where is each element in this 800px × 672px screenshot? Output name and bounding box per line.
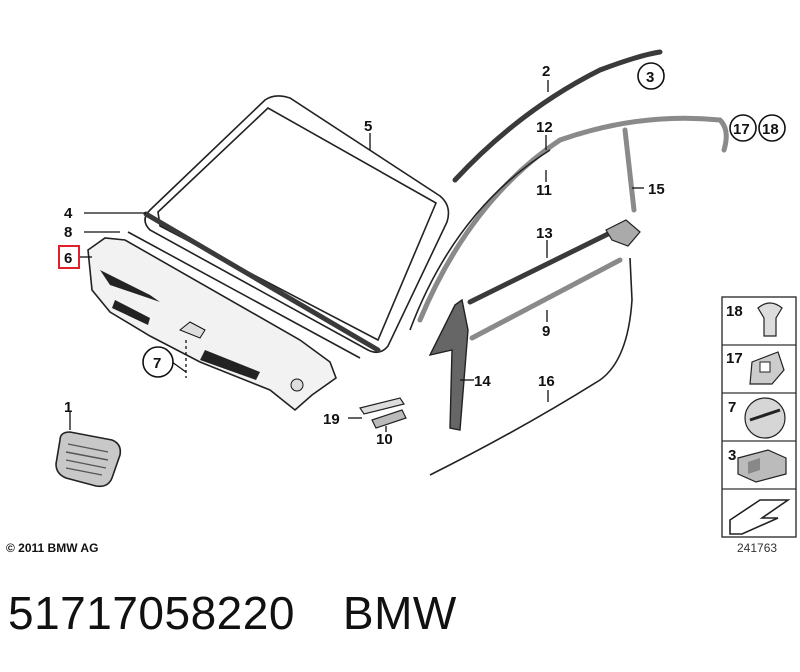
callout-3: 3 — [646, 69, 654, 86]
legend-label-7: 7 — [728, 399, 736, 416]
callout-14: 14 — [474, 373, 491, 390]
a-pillar-trim-14 — [428, 298, 469, 431]
highlight-box-6 — [58, 245, 80, 269]
leader-lines — [69, 69, 665, 432]
callout-12: 12 — [536, 119, 553, 136]
clip-holder-icon — [749, 351, 785, 385]
callout-circle-3 — [637, 62, 665, 90]
callout-8: 8 — [64, 224, 72, 241]
callout-4: 4 — [64, 205, 73, 222]
round-plug-icon — [744, 397, 786, 439]
part-10 — [371, 409, 407, 429]
roof-trim-12 — [417, 115, 729, 323]
legend-label-17: 17 — [726, 350, 743, 367]
plastic-rivet-icon — [757, 302, 783, 337]
legend-label-3: 3 — [728, 447, 736, 464]
seal-8 — [127, 231, 361, 359]
callout-17: 17 — [733, 121, 750, 138]
clip-block-icon — [737, 449, 787, 483]
door-seal-16 — [429, 257, 633, 476]
arrow-icon — [729, 499, 791, 535]
callout-9: 9 — [542, 323, 550, 340]
callout-circle-7 — [142, 346, 174, 378]
callout-circle-18 — [758, 114, 786, 142]
b-pillar-15 — [622, 127, 637, 213]
brand-name: BMW — [342, 587, 457, 639]
part-caption: 51717058220 BMW — [8, 586, 457, 640]
roof-moulding-2 — [452, 49, 663, 183]
callout-15: 15 — [648, 181, 665, 198]
callout-11: 11 — [536, 182, 552, 199]
callout-6: 6 — [64, 250, 72, 267]
callout-1: 1 — [64, 399, 72, 416]
callout-19: 19 — [323, 411, 340, 428]
callout-5: 5 — [364, 118, 372, 135]
roof-trim-11 — [409, 149, 551, 331]
legend-label-18: 18 — [726, 303, 743, 320]
callout-2: 2 — [542, 63, 550, 80]
callout-7: 7 — [153, 355, 161, 372]
part-19 — [359, 397, 405, 415]
kidney-grille — [55, 431, 122, 488]
window-channel-13 — [467, 229, 615, 305]
callout-13: 13 — [536, 225, 553, 242]
window-seal-9 — [469, 257, 623, 341]
part-number: 51717058220 — [8, 587, 295, 639]
callout-18: 18 — [762, 121, 779, 138]
copyright-text: © 2011 BMW AG — [6, 541, 99, 555]
seal-4 — [143, 211, 381, 353]
legend-panel: 18 17 7 3 — [721, 296, 797, 538]
callout-16: 16 — [538, 373, 555, 390]
cowl-panel — [87, 237, 337, 412]
callout-circle-17 — [729, 114, 757, 142]
callout-10: 10 — [376, 431, 393, 448]
diagram-number: 241763 — [737, 541, 778, 555]
